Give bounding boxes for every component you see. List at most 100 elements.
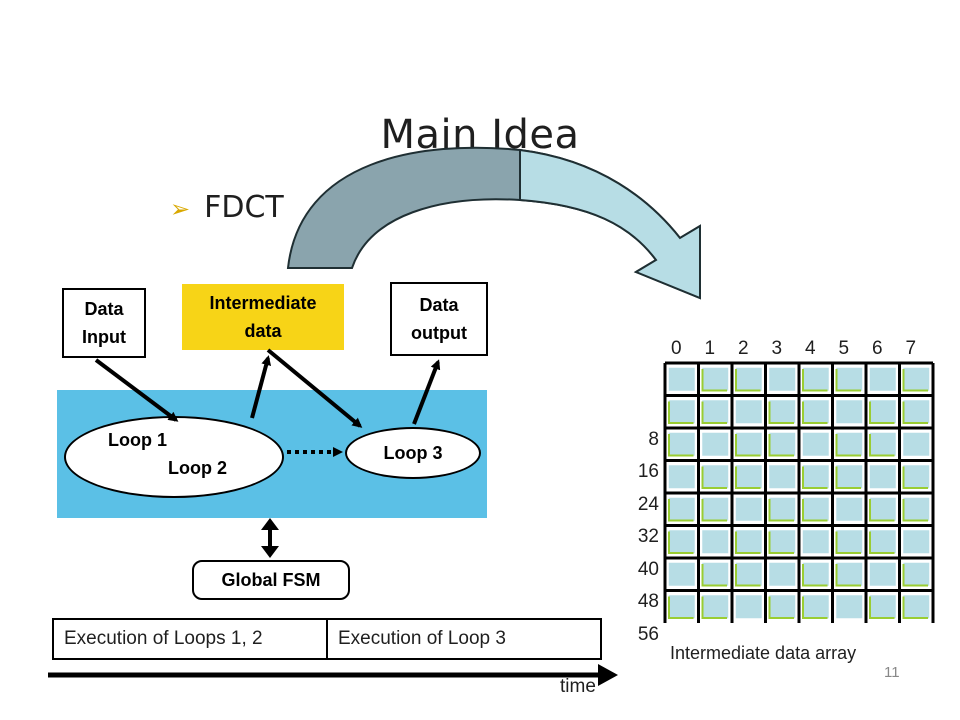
- array-row-label: 24: [637, 493, 659, 515]
- array-cell: [667, 431, 697, 458]
- time-axis-head: [598, 664, 618, 686]
- array-cell-mark: [802, 369, 828, 392]
- exec-phase-1: Execution of Loops 1, 2: [52, 618, 328, 660]
- array-cell-mark: [902, 499, 928, 522]
- array-cell: [767, 496, 797, 523]
- array-cell: [667, 398, 697, 425]
- array-row-label: 32: [637, 526, 659, 547]
- array-cell: [700, 561, 730, 588]
- array-cell-mark: [768, 531, 794, 554]
- array-cell: [667, 366, 697, 393]
- array-cell: [700, 593, 730, 620]
- array-cell: [767, 398, 797, 425]
- array-cell: [801, 463, 831, 490]
- arrow-intermediate-to-loop3: [266, 348, 363, 428]
- array-cell-mark: [735, 531, 761, 554]
- bullet-arrow-icon: ➢: [170, 195, 191, 223]
- array-cell: [834, 528, 864, 555]
- array-cell: [801, 398, 831, 425]
- array-row-label: 40: [637, 558, 659, 580]
- array-cell: [667, 593, 697, 620]
- array-cell: [868, 463, 898, 490]
- loop-2-label: Loop 2: [168, 458, 227, 478]
- array-cell: [868, 561, 898, 588]
- array-cell-mark: [668, 596, 694, 619]
- array-cell: [734, 431, 764, 458]
- array-cell-mark: [668, 499, 694, 522]
- array-col-label: 0: [671, 338, 682, 359]
- array-cell-mark: [802, 596, 828, 619]
- array-row-label: 48: [637, 591, 659, 612]
- array-cell-mark: [869, 434, 895, 457]
- array-cell-mark: [668, 434, 694, 457]
- array-cell-mark: [768, 401, 794, 424]
- array-row-label: 8: [648, 428, 659, 450]
- array-cell: [767, 366, 797, 393]
- array-cell: [901, 528, 931, 555]
- array-cell-mark: [701, 499, 727, 522]
- array-cell: [868, 528, 898, 555]
- array-cell: [767, 431, 797, 458]
- array-cell: [868, 366, 898, 393]
- array-col-label: 5: [838, 338, 850, 359]
- array-cell: [801, 528, 831, 555]
- array-row-label: 56: [637, 623, 659, 645]
- array-cell-mark: [835, 466, 861, 489]
- array-cell: [667, 496, 697, 523]
- array-cell-mark: [902, 401, 928, 424]
- arrow-loop2-to-intermediate: [250, 355, 272, 419]
- array-cell-mark: [802, 564, 828, 587]
- array-cell: [700, 398, 730, 425]
- array-cell: [901, 593, 931, 620]
- array-cell: [734, 463, 764, 490]
- array-cell-mark: [835, 434, 861, 457]
- array-col-label: 3: [771, 338, 783, 359]
- array-cell: [901, 561, 931, 588]
- array-cell-mark: [835, 531, 861, 554]
- array-col-label: 6: [872, 338, 883, 359]
- array-cell-mark: [668, 531, 694, 554]
- array-cell: [868, 398, 898, 425]
- array-cell: [901, 463, 931, 490]
- array-col-label: 7: [905, 338, 917, 359]
- array-cell-mark: [902, 466, 928, 489]
- array-cell-mark: [768, 596, 794, 619]
- fsm-arrow-head-down: [261, 546, 279, 558]
- array-cell: [834, 431, 864, 458]
- array-cell-mark: [802, 401, 828, 424]
- array-cell: [734, 593, 764, 620]
- bullet-item: ➢FDCT: [170, 190, 284, 225]
- curved-arrow-light: [519, 148, 701, 300]
- array-cell: [667, 561, 697, 588]
- array-cell-mark: [735, 369, 761, 392]
- array-cell-mark: [701, 466, 727, 489]
- array-cell: [801, 431, 831, 458]
- array-cell-mark: [701, 401, 727, 424]
- array-col-label: 2: [738, 338, 749, 359]
- array-cell-mark: [802, 466, 828, 489]
- array-cell: [868, 593, 898, 620]
- array-cell: [901, 366, 931, 393]
- array-cell-mark: [869, 531, 895, 554]
- array-caption: Intermediate data array: [670, 643, 857, 663]
- array-cell-mark: [902, 596, 928, 619]
- array-cell-mark: [902, 564, 928, 587]
- arrow-input-to-loop1: [94, 358, 179, 422]
- array-col-label: 4: [805, 338, 816, 359]
- array-cell-mark: [768, 434, 794, 457]
- array-cell: [734, 528, 764, 555]
- loop-3-label: Loop 3: [383, 442, 443, 463]
- array-cell: [700, 366, 730, 393]
- array-cell: [868, 431, 898, 458]
- array-cell-mark: [835, 369, 861, 392]
- array-cell-mark: [701, 596, 727, 619]
- array-cell: [801, 366, 831, 393]
- array-cell: [734, 366, 764, 393]
- array-cell: [667, 463, 697, 490]
- array-cell: [700, 431, 730, 458]
